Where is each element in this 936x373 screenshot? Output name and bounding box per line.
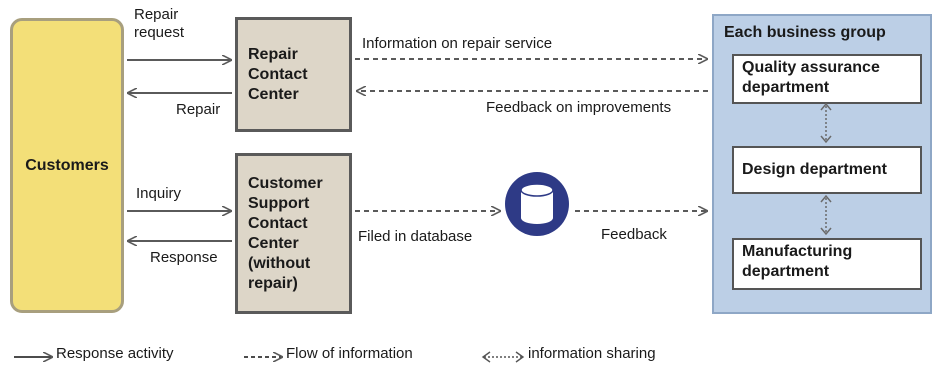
sharing-arrow-qa-design — [820, 102, 832, 144]
sharing-arrow-design-manufacturing — [820, 194, 832, 236]
database-icon — [505, 172, 569, 236]
repair-label: Repair — [176, 101, 221, 118]
customers-box: Customers — [10, 18, 124, 313]
customers-label: Customers — [25, 156, 109, 174]
legend-flow-of-information: Flow of information — [286, 345, 413, 362]
filed-in-database-label: Filed in database — [358, 228, 473, 245]
info-repair-service-label: Information on repair service — [362, 35, 553, 52]
feedback-label: Feedback — [601, 226, 667, 243]
business-group-title: Each business group — [724, 24, 886, 41]
database-cylinder-icon — [520, 183, 554, 224]
inquiry-label: Inquiry — [136, 185, 182, 202]
quality-assurance-department: Quality assurance department — [732, 54, 922, 104]
legend-sharing-arrow — [481, 351, 525, 363]
response-label: Response — [150, 249, 218, 266]
business-group-box: Each business group Quality assurance de… — [712, 14, 932, 314]
legend-information-sharing: information sharing — [528, 345, 656, 362]
design-department: Design department — [732, 146, 922, 194]
repair-request-label: Repair request — [134, 6, 185, 41]
customer-support-center-label: Customer Support Contact Center (without… — [248, 174, 323, 292]
legend-response-activity: Response activity — [56, 345, 174, 362]
customer-support-center-box: Customer Support Contact Center (without… — [235, 153, 352, 314]
design-department-label: Design department — [742, 161, 887, 178]
repair-contact-center-box: Repair Contact Center — [235, 17, 352, 132]
repair-contact-center-label: Repair Contact Center — [248, 45, 308, 103]
feedback-improvements-label: Feedback on improvements — [486, 99, 672, 116]
manufacturing-department: Manufacturing department — [732, 238, 922, 290]
